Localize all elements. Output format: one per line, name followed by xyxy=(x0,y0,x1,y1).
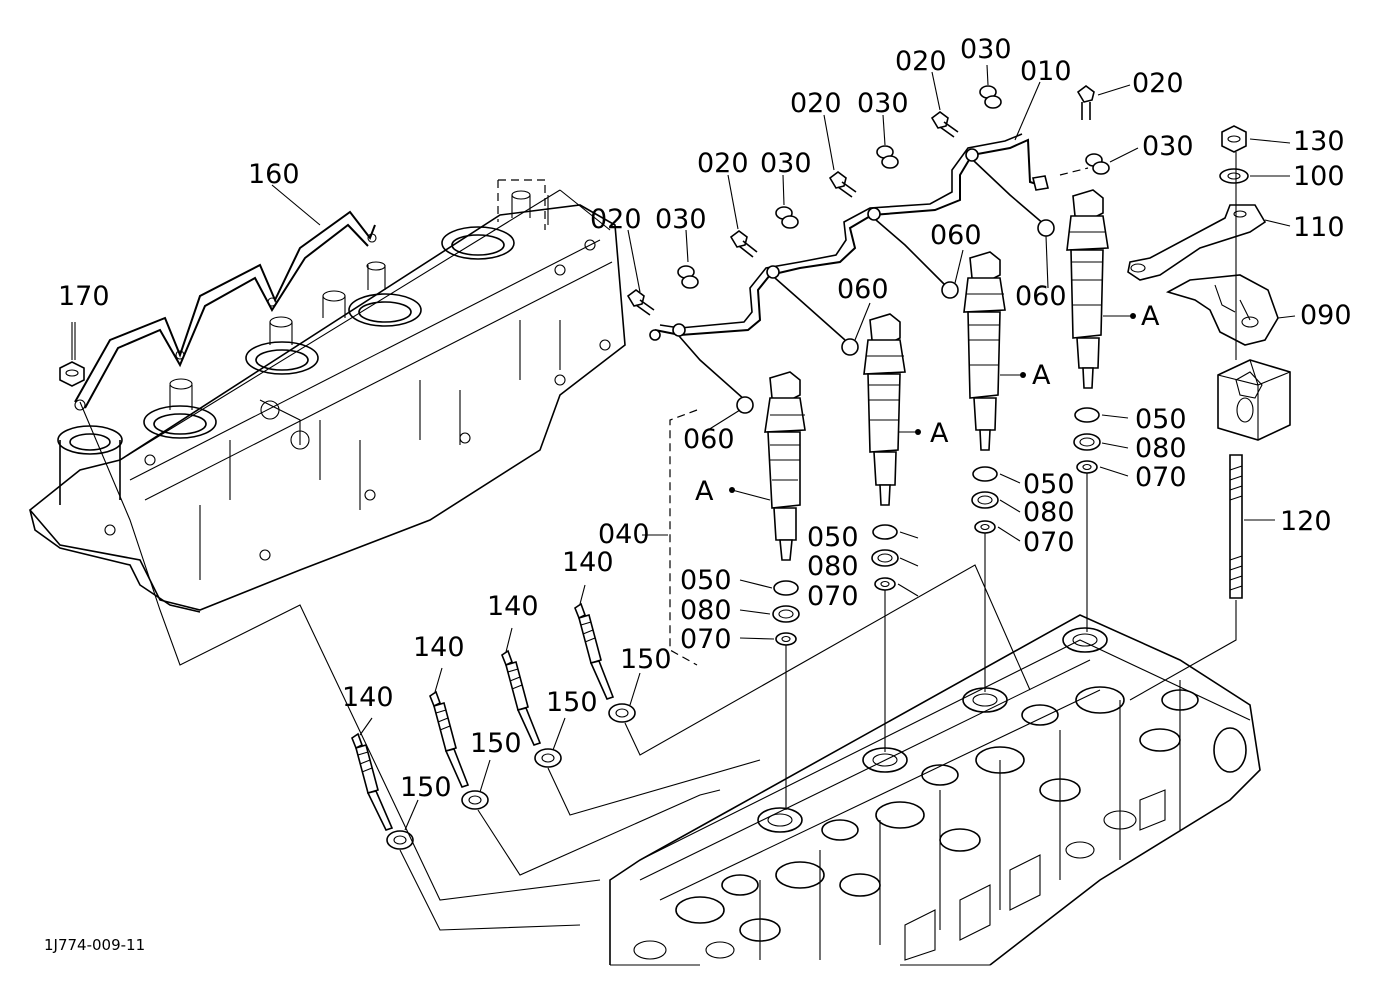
callout-060-a: 060 xyxy=(683,424,735,455)
callout-070-c: 070 xyxy=(1023,527,1075,558)
callout-a-1: A xyxy=(695,476,714,507)
washer-030-d xyxy=(979,85,1002,109)
glow-plug-4 xyxy=(574,602,636,723)
callout-a-3: A xyxy=(1032,360,1051,391)
washer-030-a xyxy=(677,265,699,289)
callout-060-c: 060 xyxy=(930,220,982,251)
injector-seals-3 xyxy=(971,466,999,692)
injector-2 xyxy=(841,313,906,506)
callout-060-d: 060 xyxy=(1015,281,1067,312)
spacer-block xyxy=(1217,359,1291,441)
callout-090: 090 xyxy=(1300,300,1352,331)
callout-020-a: 020 xyxy=(590,204,642,235)
callout-110: 110 xyxy=(1293,212,1345,243)
callout-030-c: 030 xyxy=(857,88,909,119)
pipe-branch-3 xyxy=(867,207,946,286)
callout-100: 100 xyxy=(1293,161,1345,192)
callout-020-c: 020 xyxy=(790,88,842,119)
injector-seals-2 xyxy=(871,524,899,752)
callout-150-b: 150 xyxy=(470,728,522,759)
injector-seals-1 xyxy=(772,580,800,810)
plate-110 xyxy=(1127,204,1267,281)
nut-130 xyxy=(1221,125,1247,153)
bracket-160 xyxy=(74,210,377,411)
callout-070-d: 070 xyxy=(1135,462,1187,493)
injector-4 xyxy=(1037,189,1109,389)
bolt-020-e xyxy=(1076,85,1095,120)
bolt-020-c xyxy=(828,171,857,198)
callout-leaders xyxy=(359,64,1296,831)
injection-pipes xyxy=(649,133,1049,401)
callout-140-c: 140 xyxy=(487,591,539,622)
reference-lines xyxy=(74,184,1237,931)
callout-020-e: 020 xyxy=(1132,68,1184,99)
stud-120 xyxy=(1229,454,1243,599)
bolt-020-a xyxy=(626,289,655,316)
callout-080-d: 080 xyxy=(1135,433,1187,464)
callout-010: 010 xyxy=(1020,56,1072,87)
callout-labels: 160 170 020 030 020 030 020 030 020 030 … xyxy=(44,34,1352,954)
clamp-090 xyxy=(1165,274,1279,346)
callout-080-a: 080 xyxy=(680,595,732,626)
callout-150-a: 150 xyxy=(400,772,452,803)
washer-030-c xyxy=(876,145,899,169)
cylinder-head xyxy=(609,614,1261,966)
callout-030-d: 030 xyxy=(960,34,1012,65)
callout-040: 040 xyxy=(598,519,650,550)
callout-080-c: 080 xyxy=(1023,497,1075,528)
washer-030-e xyxy=(1059,153,1110,176)
washer-100 xyxy=(1219,168,1249,184)
callout-a-4: A xyxy=(1141,301,1160,332)
pipe-branch-4 xyxy=(965,148,1046,226)
injector-3 xyxy=(941,251,1006,451)
head-cover xyxy=(28,179,626,613)
callout-140-d: 140 xyxy=(562,547,614,578)
bolt-020-d xyxy=(930,111,959,138)
callout-020-b: 020 xyxy=(697,148,749,179)
callout-020-d: 020 xyxy=(895,46,947,77)
injector-1 xyxy=(736,371,806,561)
callout-050-d: 050 xyxy=(1135,404,1187,435)
callout-060-b: 060 xyxy=(837,274,889,305)
callout-050-b: 050 xyxy=(807,522,859,553)
callout-030-b: 030 xyxy=(760,148,812,179)
callout-080-b: 080 xyxy=(807,551,859,582)
callout-130: 130 xyxy=(1293,126,1345,157)
callout-140-a: 140 xyxy=(342,682,394,713)
callout-150-c: 150 xyxy=(546,687,598,718)
callout-140-b: 140 xyxy=(413,632,465,663)
drawing-id: 1J774-009-11 xyxy=(44,936,145,954)
callout-a-2: A xyxy=(930,418,949,449)
nut-170 xyxy=(59,322,85,387)
washer-030-b xyxy=(775,206,799,229)
glow-plug-3 xyxy=(501,649,562,768)
glow-plug-1 xyxy=(351,732,414,850)
callout-050-c: 050 xyxy=(1023,469,1075,500)
callout-150-d: 150 xyxy=(620,644,672,675)
callout-170: 170 xyxy=(58,281,110,312)
pipe-branch-1 xyxy=(672,323,746,401)
group-bracket-040 xyxy=(669,409,698,666)
callout-070-a: 070 xyxy=(680,624,732,655)
callout-050-a: 050 xyxy=(680,565,732,596)
callout-030-e: 030 xyxy=(1142,131,1194,162)
injector-seals-4 xyxy=(1073,407,1101,632)
callout-160: 160 xyxy=(248,159,300,190)
glow-plug-2 xyxy=(429,690,489,810)
pipe-branch-2 xyxy=(766,265,846,341)
callout-070-b: 070 xyxy=(807,581,859,612)
callout-030-a: 030 xyxy=(655,204,707,235)
callout-120: 120 xyxy=(1280,506,1332,537)
bolt-020-b xyxy=(729,230,758,258)
